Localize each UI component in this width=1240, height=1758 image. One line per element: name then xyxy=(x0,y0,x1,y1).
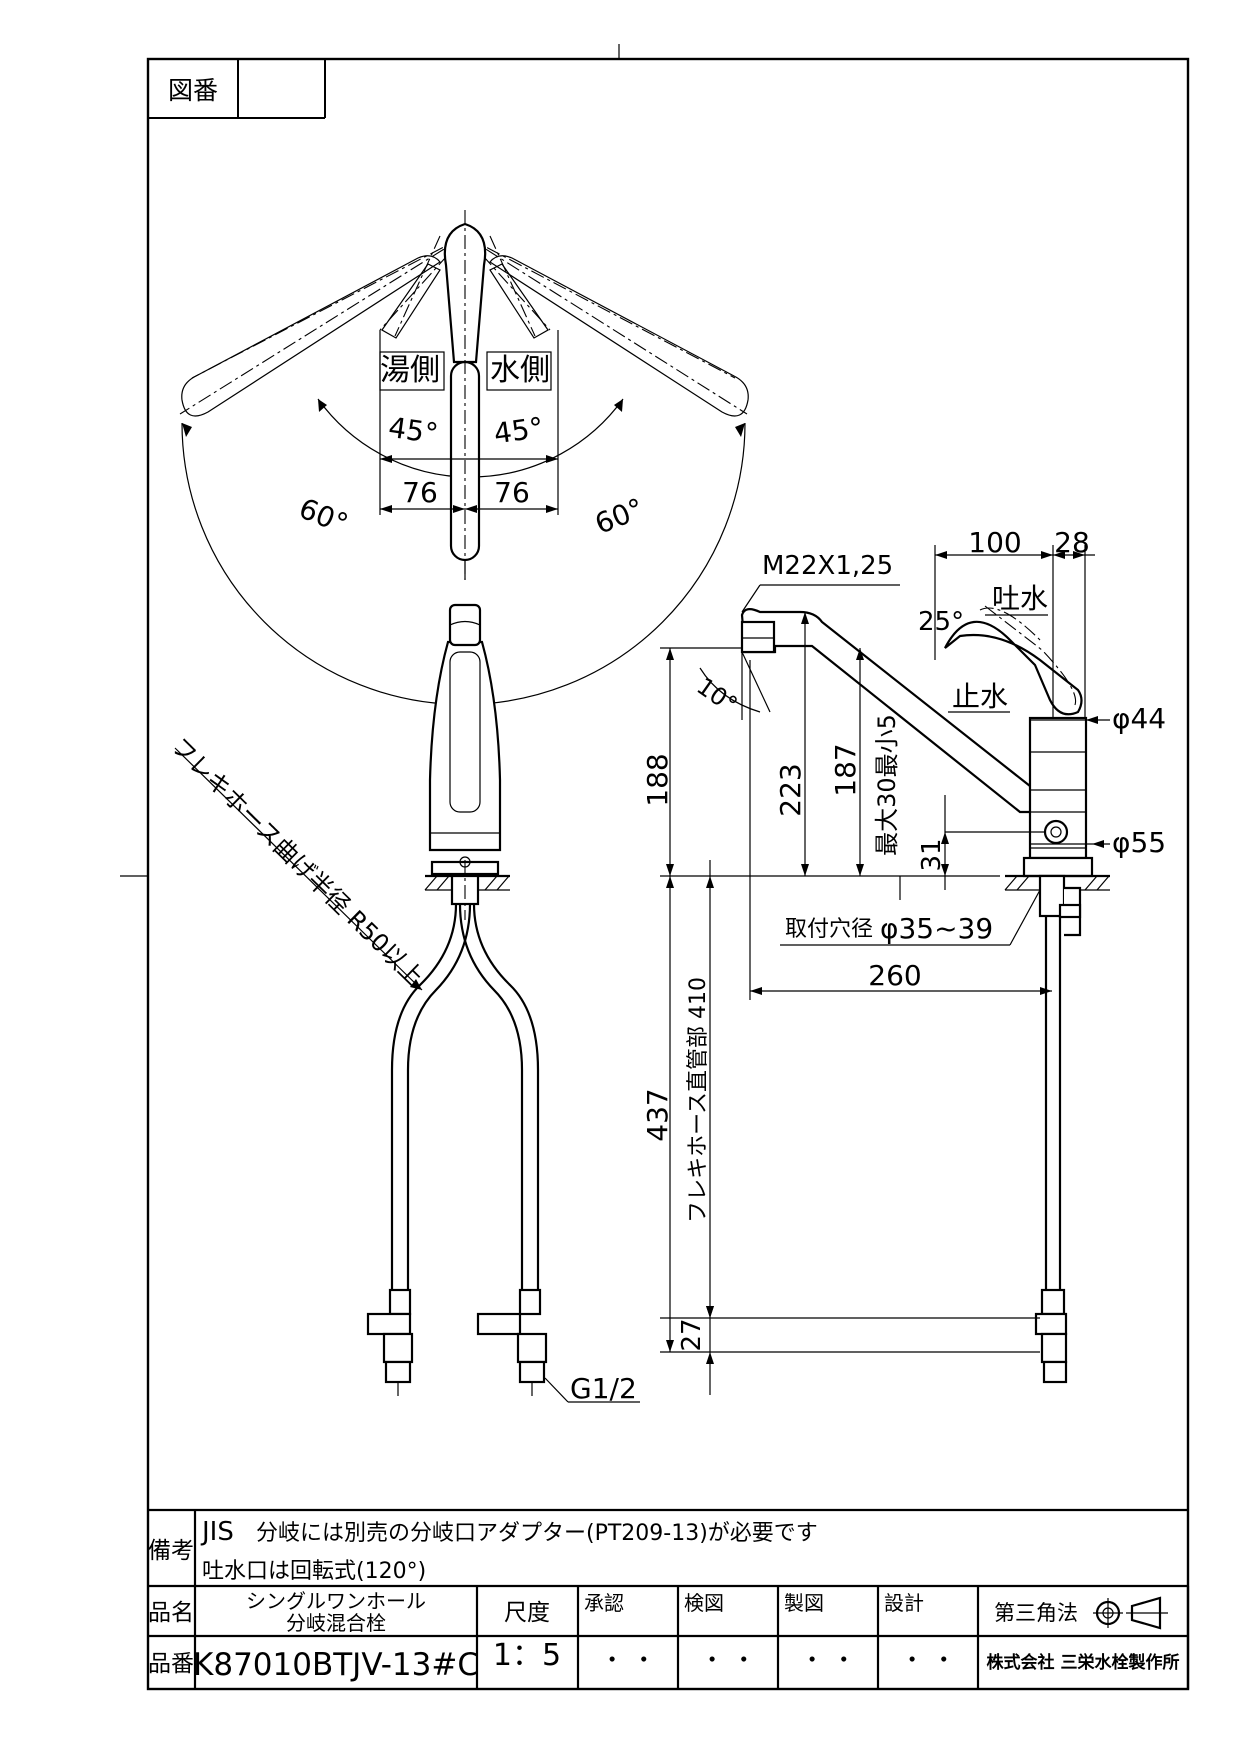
thread-m-label: M22X1,25 xyxy=(762,551,893,581)
dim-187: 187 xyxy=(829,743,862,796)
title-block: 備考 JIS 分岐には別売の分岐口アダプター(PT209-13)が必要です 吐水… xyxy=(148,1508,1190,1689)
top-view: 湯側 水側 45° 45° 76 76 60° 60° xyxy=(179,210,749,706)
design-label: 設計 xyxy=(884,1591,924,1615)
hose-right xyxy=(472,903,540,1290)
check-date: ・ ・ xyxy=(700,1646,756,1674)
third-angle-projection-icon xyxy=(1093,1596,1168,1630)
remarks-jis: JIS xyxy=(200,1517,234,1547)
hose-bend-note: フレキホース曲げ半径 R50以上 xyxy=(166,732,429,991)
product-name-label: 品名 xyxy=(148,1600,194,1626)
spout-label: 吐水 xyxy=(992,582,1048,615)
angle-45-left: 45° xyxy=(386,411,440,451)
angle-10: 10° xyxy=(692,672,743,719)
lever-handle-side xyxy=(944,620,1083,716)
design-date: ・ ・ xyxy=(900,1646,956,1674)
approve-date: ・ ・ xyxy=(600,1646,656,1674)
stop-label: 止水 xyxy=(952,680,1008,713)
dia-44: φ44 xyxy=(1112,702,1166,735)
approve-label: 承認 xyxy=(584,1591,624,1615)
drawing-number-label: 図番 xyxy=(168,76,218,105)
cold-side-label: 水側 xyxy=(490,353,550,388)
fitting-left xyxy=(366,1288,414,1396)
dim-223: 223 xyxy=(774,763,807,816)
angle-25: 25° xyxy=(918,607,964,637)
product-number-label: 品番 xyxy=(148,1651,194,1677)
dim-76-right: 76 xyxy=(494,476,530,509)
company-name: 株式会社 三栄水栓製作所 xyxy=(987,1652,1180,1673)
faucet-body-side xyxy=(1028,716,1088,860)
drawing-number-box: 図番 xyxy=(148,59,326,119)
remarks-line2: 吐水口は回転式(120°) xyxy=(202,1559,426,1584)
front-view: G1/2 フレキホース曲げ半径 R50以上 xyxy=(166,603,640,1405)
dim-76-left: 76 xyxy=(402,476,438,509)
dim-188: 188 xyxy=(641,753,674,806)
scale-value: 1：5 xyxy=(493,1638,561,1673)
angle-45-right: 45° xyxy=(492,411,546,451)
product-name-1: シングルワンホール xyxy=(246,1589,426,1613)
hot-side-label: 湯側 xyxy=(380,353,440,388)
angle-60-left: 60° xyxy=(294,492,352,541)
hose-left xyxy=(390,903,458,1290)
mount-hole-dim: φ35~39 xyxy=(880,912,993,945)
hose-straight-note: フレキホース直管部 410 xyxy=(686,977,711,1223)
remarks-line1: 分岐には別売の分岐口アダプター(PT209-13)が必要です xyxy=(256,1521,818,1546)
dim-27: 27 xyxy=(677,1318,707,1351)
scale-label: 尺度 xyxy=(504,1600,550,1626)
mount-hole-label: 取付穴径 xyxy=(785,917,873,942)
fitting-right xyxy=(476,1288,548,1396)
angle-60-right: 60° xyxy=(590,492,648,541)
counter-thickness: 最大30最小5 xyxy=(873,714,901,856)
draft-date: ・ ・ xyxy=(800,1646,856,1674)
dim-100: 100 xyxy=(968,526,1021,559)
product-number: K87010BTJV-13#C xyxy=(193,1647,479,1683)
outer-frame xyxy=(146,57,1190,1691)
remarks-label: 備考 xyxy=(148,1538,194,1564)
faucet-body-front xyxy=(428,640,502,852)
projection-label: 第三角法 xyxy=(994,1601,1078,1625)
dim-28: 28 xyxy=(1054,526,1090,559)
draft-label: 製図 xyxy=(784,1591,824,1615)
side-view: 188 223 187 最大30最小5 31 100 28 M22X1,25 吐… xyxy=(641,526,1166,1395)
thread-g-label: G1/2 xyxy=(570,1372,637,1405)
check-label: 検図 xyxy=(684,1591,724,1615)
dia-55: φ55 xyxy=(1112,826,1166,859)
dim-31: 31 xyxy=(917,838,947,871)
dim-260: 260 xyxy=(868,959,921,992)
dim-437: 437 xyxy=(641,1088,674,1141)
product-name-2: 分岐混合栓 xyxy=(286,1611,386,1635)
